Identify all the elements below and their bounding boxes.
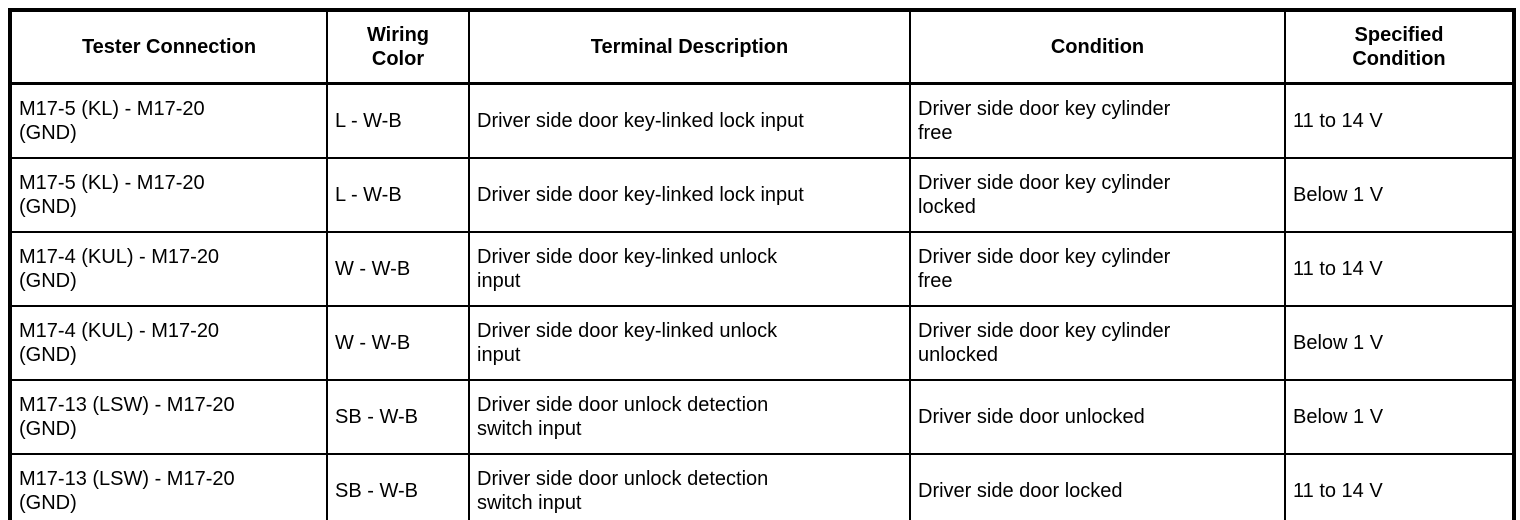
cell-specified-condition: 11 to 14 V [1284,453,1515,520]
cell-wiring-color: SB - W-B [326,379,470,455]
column-header-terminal-description: Terminal Description [468,9,911,85]
spec-table-header: Tester Connection Wiring Color Terminal … [9,9,1515,85]
table-row: M17-4 (KUL) - M17-20 (GND) W - W-B Drive… [9,231,1515,307]
cell-condition: Driver side door unlocked [909,379,1286,455]
spec-table-body: M17-5 (KL) - M17-20 (GND) L - W-B Driver… [9,82,1515,520]
cell-tester-connection: M17-13 (LSW) - M17-20 (GND) [9,453,328,520]
column-header-specified-condition: Specified Condition [1284,9,1515,85]
table-row: M17-4 (KUL) - M17-20 (GND) W - W-B Drive… [9,305,1515,381]
cell-terminal-description: Driver side door key-linked lock input [468,82,911,159]
cell-terminal-description: Driver side door key-linked unlock input [468,305,911,381]
cell-condition: Driver side door key cylinder unlocked [909,305,1286,381]
cell-wiring-color: L - W-B [326,82,470,159]
cell-tester-connection: M17-4 (KUL) - M17-20 (GND) [9,231,328,307]
cell-condition: Driver side door key cylinder free [909,82,1286,159]
spec-table: Tester Connection Wiring Color Terminal … [8,8,1516,520]
column-header-wiring-color: Wiring Color [326,9,470,85]
cell-wiring-color: SB - W-B [326,453,470,520]
table-row: M17-13 (LSW) - M17-20 (GND) SB - W-B Dri… [9,379,1515,455]
cell-wiring-color: W - W-B [326,305,470,381]
cell-specified-condition: Below 1 V [1284,379,1515,455]
cell-terminal-description: Driver side door unlock detection switch… [468,453,911,520]
cell-tester-connection: M17-5 (KL) - M17-20 (GND) [9,82,328,159]
cell-terminal-description: Driver side door key-linked lock input [468,157,911,233]
cell-wiring-color: W - W-B [326,231,470,307]
cell-specified-condition: 11 to 14 V [1284,231,1515,307]
cell-specified-condition: Below 1 V [1284,157,1515,233]
cell-condition: Driver side door key cylinder free [909,231,1286,307]
cell-tester-connection: M17-13 (LSW) - M17-20 (GND) [9,379,328,455]
cell-condition: Driver side door key cylinder locked [909,157,1286,233]
header-row: Tester Connection Wiring Color Terminal … [9,9,1515,85]
cell-specified-condition: 11 to 14 V [1284,82,1515,159]
cell-terminal-description: Driver side door unlock detection switch… [468,379,911,455]
table-row: M17-13 (LSW) - M17-20 (GND) SB - W-B Dri… [9,453,1515,520]
column-header-condition: Condition [909,9,1286,85]
cell-tester-connection: M17-4 (KUL) - M17-20 (GND) [9,305,328,381]
cell-condition: Driver side door locked [909,453,1286,520]
cell-tester-connection: M17-5 (KL) - M17-20 (GND) [9,157,328,233]
table-row: M17-5 (KL) - M17-20 (GND) L - W-B Driver… [9,157,1515,233]
table-row: M17-5 (KL) - M17-20 (GND) L - W-B Driver… [9,82,1515,159]
cell-wiring-color: L - W-B [326,157,470,233]
cell-terminal-description: Driver side door key-linked unlock input [468,231,911,307]
column-header-tester-connection: Tester Connection [9,9,328,85]
cell-specified-condition: Below 1 V [1284,305,1515,381]
